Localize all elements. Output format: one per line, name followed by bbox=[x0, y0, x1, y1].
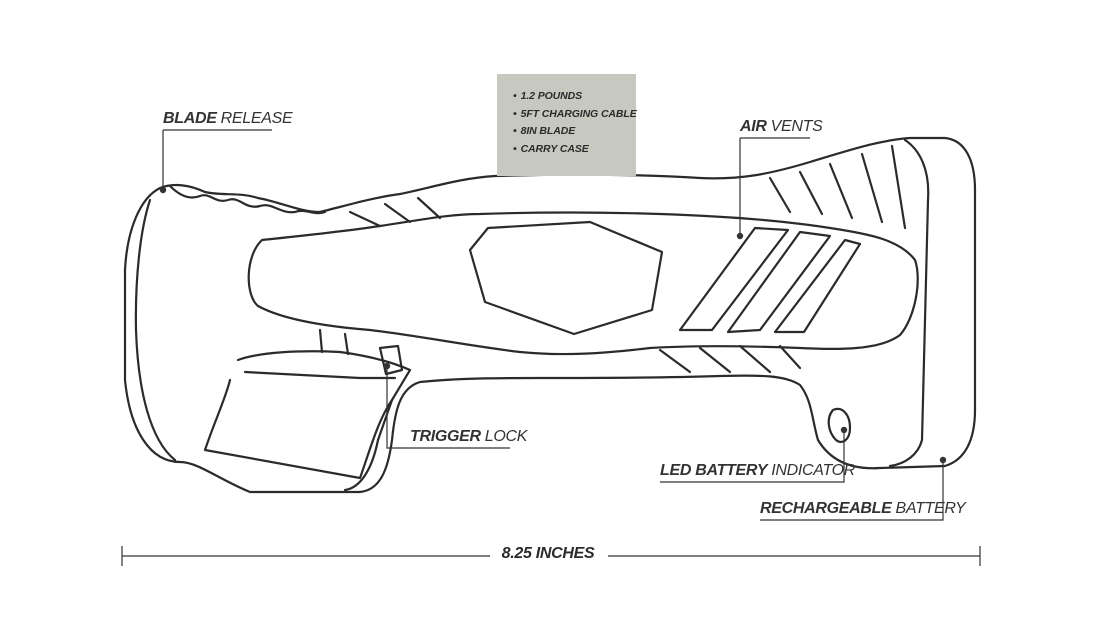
blade-release-leader bbox=[162, 129, 272, 190]
air-vent-slot bbox=[678, 226, 790, 332]
top-ridge bbox=[416, 196, 442, 220]
blade-release-grip bbox=[168, 184, 327, 215]
grip-panel bbox=[247, 211, 919, 356]
rear-cap-seam bbox=[888, 138, 930, 468]
trigger-lock-leader bbox=[386, 366, 510, 449]
air-vents-leader bbox=[739, 137, 810, 236]
spec-item: 8IN BLADE bbox=[513, 123, 636, 141]
led-indicator bbox=[827, 407, 852, 444]
device-body-outline bbox=[123, 136, 977, 494]
front-edge bbox=[134, 198, 177, 462]
spec-list: 1.2 POUNDS 5FT CHARGING CABLE 8IN BLADE … bbox=[513, 88, 637, 159]
bottom-ridge bbox=[738, 344, 772, 374]
top-ridge bbox=[383, 202, 412, 224]
rechargeable-battery-leader bbox=[760, 460, 944, 521]
top-ridge bbox=[828, 162, 854, 220]
dimension-line bbox=[121, 546, 981, 566]
led-battery-label-bold: LED BATTERY bbox=[660, 462, 768, 479]
led-battery-leader bbox=[660, 430, 845, 483]
top-ridge bbox=[890, 144, 907, 230]
trigger-guard bbox=[236, 350, 412, 492]
bottom-ridge bbox=[343, 332, 350, 356]
top-ridge bbox=[860, 152, 884, 224]
air-vents-label-bold: AIR bbox=[740, 118, 767, 135]
bottom-ridge bbox=[318, 328, 324, 354]
air-vents-label-light: VENTS bbox=[770, 118, 823, 135]
blade-release-label-bold: BLADE bbox=[163, 110, 217, 127]
blade-release-label-light: RELEASE bbox=[220, 110, 293, 127]
spec-item: 1.2 POUNDS bbox=[513, 88, 636, 106]
rechargeable-battery-label-light: BATTERY bbox=[895, 500, 966, 517]
led-battery-label-light: INDICATOR bbox=[771, 462, 856, 479]
bottom-ridge bbox=[698, 346, 732, 374]
trigger-inner bbox=[243, 370, 397, 380]
air-vent-slot bbox=[773, 238, 862, 334]
trigger-face bbox=[203, 378, 394, 480]
top-ridge bbox=[348, 210, 382, 228]
spec-item: CARRY CASE bbox=[513, 141, 636, 159]
rechargeable-battery-marker bbox=[939, 456, 947, 464]
trigger-lock-label-bold: TRIGGER bbox=[410, 428, 481, 445]
air-vent-slot bbox=[726, 230, 832, 334]
top-ridge bbox=[768, 176, 792, 214]
spec-box: 1.2 POUNDS 5FT CHARGING CABLE 8IN BLADE … bbox=[497, 74, 637, 176]
trigger-lock-button bbox=[378, 344, 404, 376]
air-vents-marker bbox=[736, 232, 744, 240]
bottom-ridge bbox=[778, 344, 802, 370]
trigger-lock-label-light: LOCK bbox=[484, 428, 528, 445]
dimension-label: 8.25 INCHES bbox=[490, 545, 606, 563]
hexagon-emblem bbox=[468, 220, 664, 336]
top-ridge bbox=[798, 170, 824, 216]
bottom-ridge bbox=[658, 348, 692, 374]
spec-item: 5FT CHARGING CABLE bbox=[513, 106, 637, 124]
trigger-lock-marker bbox=[383, 362, 391, 370]
blade-release-marker bbox=[159, 186, 167, 194]
led-battery-marker bbox=[840, 426, 848, 434]
rechargeable-battery-label-bold: RECHARGEABLE bbox=[760, 500, 892, 517]
